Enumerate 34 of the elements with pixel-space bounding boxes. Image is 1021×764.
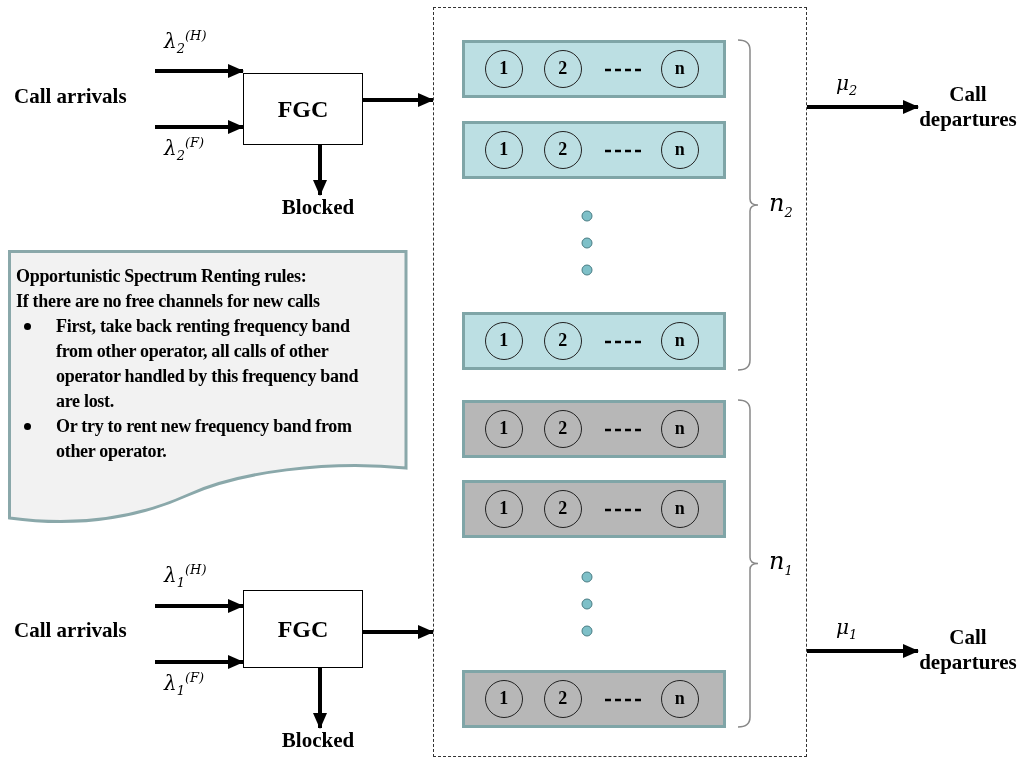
arrow xyxy=(313,668,327,729)
flow-label: Blocked xyxy=(268,195,368,223)
math-label: n$_{2}$ xyxy=(768,190,794,220)
note-heading: Opportunistic Spectrum Renting rules: xyxy=(16,266,307,286)
arrow xyxy=(155,655,244,669)
channel-band xyxy=(461,669,726,728)
note-text: If there are no free channels for new calls xyxy=(16,291,320,311)
bullet-text: Or try to rent new frequency band from other operator. xyxy=(56,416,352,461)
document-note xyxy=(8,250,408,525)
flow-label: Call arrivals xyxy=(14,618,127,644)
box-label: FGC xyxy=(277,95,329,123)
dashed-container xyxy=(433,7,807,757)
arrow xyxy=(807,644,919,658)
flow-label: Call departures xyxy=(918,625,1018,677)
flow-label: Blocked xyxy=(268,728,368,756)
channel-band xyxy=(461,39,726,98)
box-label: FGC xyxy=(277,615,329,643)
arrow xyxy=(313,145,327,196)
channel-band xyxy=(461,479,726,538)
arrow xyxy=(155,120,244,134)
arrow xyxy=(155,64,244,78)
channel-band xyxy=(461,120,726,179)
channel-band xyxy=(461,399,726,458)
arrow xyxy=(807,100,919,114)
arrow xyxy=(363,93,434,107)
bullet-text: First, take back renting frequency band from other operator, all calls of other operator handled by this frequency band are lost. xyxy=(56,316,359,411)
process-box xyxy=(243,590,363,668)
process-box xyxy=(243,73,363,145)
arrow xyxy=(363,625,434,639)
arrow xyxy=(155,599,244,613)
flow-label: Call arrivals xyxy=(14,84,127,110)
math-label: n$_{1}$ xyxy=(768,548,794,578)
channel-band xyxy=(461,311,726,370)
flow-label: Call departures xyxy=(918,82,1018,134)
